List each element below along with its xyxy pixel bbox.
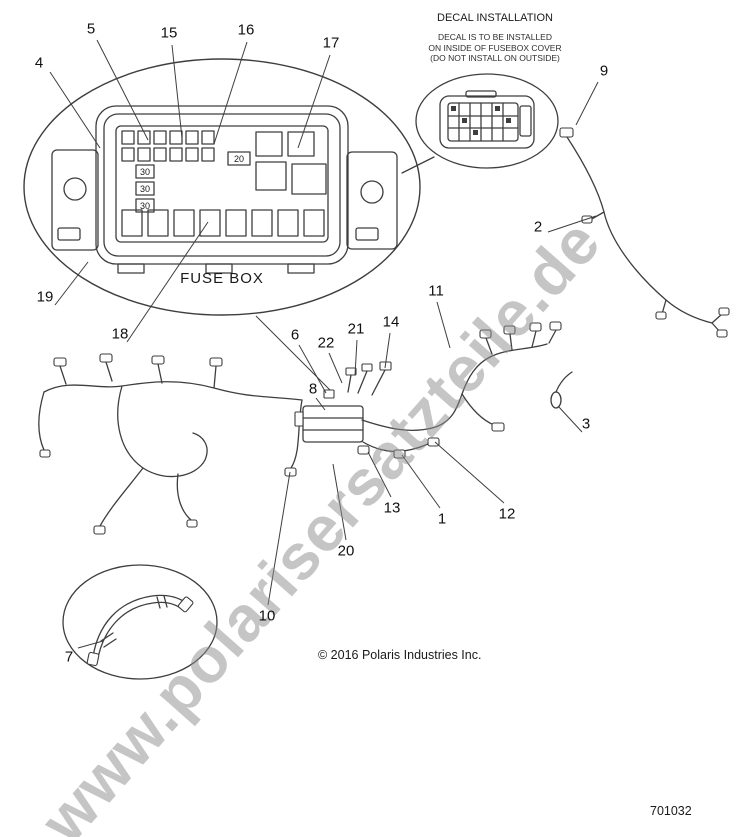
- callout-17: 17: [322, 34, 340, 52]
- decal-note-line-2: ON INSIDE OF FUSEBOX COVER: [428, 42, 562, 53]
- copyright-notice: © 2016 Polaris Industries Inc.: [318, 648, 482, 662]
- callout-18: 18: [111, 325, 129, 343]
- callout-6: 6: [290, 326, 300, 344]
- callout-13: 13: [383, 499, 401, 517]
- callout-4: 4: [34, 54, 44, 72]
- callout-12: 12: [498, 505, 516, 523]
- callout-22: 22: [317, 334, 335, 352]
- fuse-label-3: 30: [140, 201, 150, 211]
- callout-8: 8: [308, 380, 318, 398]
- callout-11: 11: [428, 282, 444, 300]
- fuse-label-1: 30: [140, 167, 150, 177]
- fuse-label-4: 20: [234, 154, 244, 164]
- decal-drawing: [401, 73, 559, 174]
- fusebox-label: FUSE BOX: [180, 270, 264, 287]
- decal-installation-title: DECAL INSTALLATION: [437, 12, 553, 24]
- callout-15: 15: [160, 24, 178, 42]
- decal-installation-note: DECAL IS TO BE INSTALLED ON INSIDE OF FU…: [400, 32, 590, 64]
- leader-lines: [49, 39, 599, 649]
- decal-note-line-1: DECAL IS TO BE INSTALLED: [437, 32, 552, 42]
- callout-16: 16: [237, 21, 255, 39]
- callout-7: 7: [64, 648, 74, 666]
- harness-drawing: [38, 127, 730, 535]
- callout-14: 14: [382, 313, 400, 331]
- callout-10: 10: [258, 607, 276, 625]
- callout-5: 5: [86, 20, 96, 38]
- callout-3: 3: [581, 415, 591, 433]
- callout-1: 1: [437, 510, 447, 528]
- callout-20: 20: [337, 542, 355, 560]
- decal-note-line-3: (DO NOT INSTALL ON OUTSIDE): [430, 53, 560, 63]
- callout-9: 9: [599, 62, 609, 80]
- callout-2: 2: [533, 218, 543, 236]
- part-number: 701032: [650, 804, 692, 818]
- fuse-label-2: 30: [140, 184, 150, 194]
- callout-21: 21: [347, 320, 365, 338]
- fusebox-drawing: [23, 58, 421, 316]
- hose-drawing: [62, 564, 218, 680]
- callout-19: 19: [36, 288, 54, 306]
